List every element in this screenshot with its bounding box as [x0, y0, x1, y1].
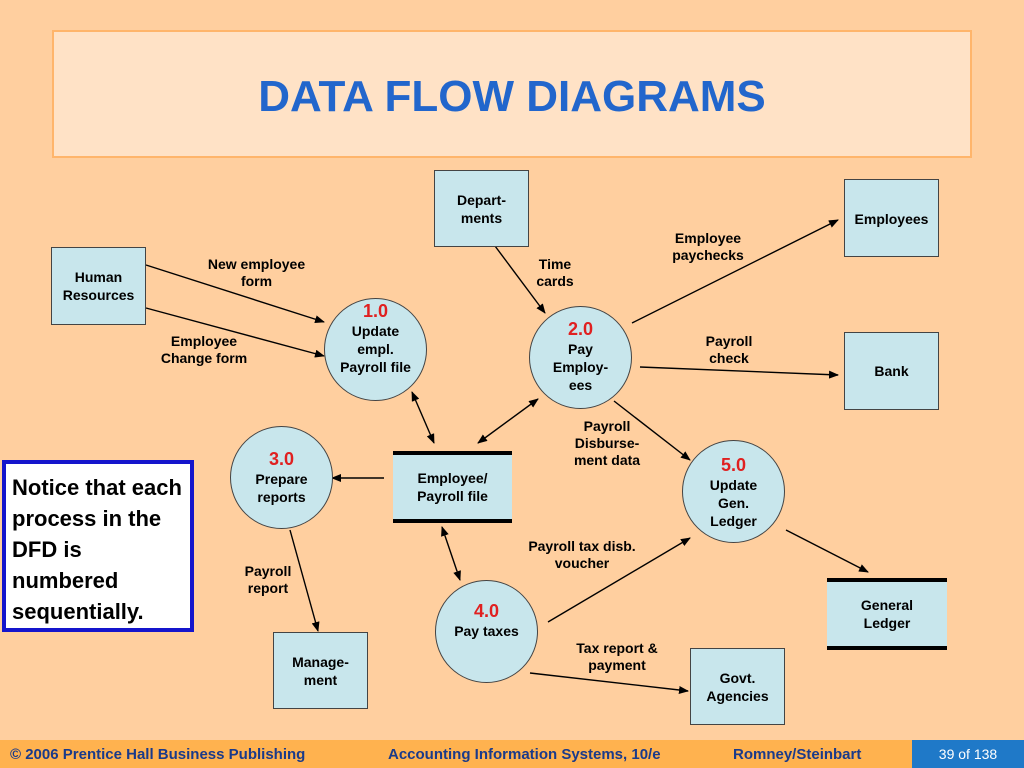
- slide-title: DATA FLOW DIAGRAMS: [258, 72, 766, 121]
- arrow-p5-ledger: [785, 529, 869, 573]
- process-4-number: 4.0: [473, 601, 500, 621]
- notice-box: Notice that each process in the DFD is n…: [2, 460, 194, 632]
- entity-employees: Employees: [844, 179, 939, 257]
- footer-authors: Romney/Steinbart: [733, 746, 862, 763]
- process-5-label: Update Gen. Ledger: [709, 477, 758, 529]
- flow-label-payroll-tax-voucher: Payroll tax disb. voucher: [528, 538, 636, 571]
- process-1-number: 1.0: [362, 301, 389, 321]
- arrow-new-employee-form: [145, 264, 325, 324]
- process-1-label: Update empl. Payroll file: [340, 323, 411, 375]
- process-4-label: Pay taxes: [454, 623, 519, 639]
- process-2-number: 2.0: [567, 319, 594, 339]
- flow-label-time-cards: Time cards: [536, 256, 574, 289]
- footer-copyright: © 2006 Prentice Hall Business Publishing: [10, 746, 306, 763]
- process-1: 1.0 Update empl. Payroll file: [324, 298, 427, 401]
- arrow-store-p4: [441, 526, 461, 581]
- arrow-payroll-tax-voucher: [547, 537, 691, 623]
- entity-management: Manage- ment: [273, 632, 368, 709]
- entity-human-resources: Human Resources: [51, 247, 146, 325]
- entity-bank: Bank: [844, 332, 939, 410]
- flow-label-payroll-report: Payroll report: [244, 563, 292, 596]
- arrow-payroll-disbursement: [613, 400, 691, 461]
- entity-govt-agencies: Govt. Agencies: [690, 648, 785, 725]
- footer-bar: © 2006 Prentice Hall Business Publishing…: [0, 740, 1024, 768]
- arrow-p1-store: [411, 391, 435, 444]
- process-3: 3.0 Prepare reports: [230, 426, 333, 529]
- arrow-payroll-check: [639, 366, 839, 379]
- flow-label-payroll-disbursement: Payroll Disburse- ment data: [573, 418, 641, 468]
- arrow-payroll-report: [289, 529, 320, 632]
- arrow-p2-store: [477, 398, 539, 444]
- store-employee-payroll-file: Employee/ Payroll file: [393, 451, 512, 523]
- flow-label-new-employee-form: New employee form: [207, 256, 306, 289]
- process-2: 2.0 Pay Employ- ees: [529, 306, 632, 409]
- process-5-number: 5.0: [720, 455, 747, 475]
- process-3-label: Prepare reports: [255, 471, 308, 505]
- flow-label-employee-paychecks: Employee paychecks: [672, 230, 744, 263]
- entity-departments: Depart- ments: [434, 170, 529, 247]
- title-box: DATA FLOW DIAGRAMS: [52, 30, 972, 158]
- flow-label-employee-change-form: Employee Change form: [160, 333, 248, 366]
- arrow-employee-change-form: [145, 307, 325, 358]
- process-5: 5.0 Update Gen. Ledger: [682, 440, 785, 543]
- flow-label-tax-report-payment: Tax report & payment: [576, 640, 658, 673]
- arrow-tax-report-payment: [529, 672, 689, 694]
- page-number: 39 of 138: [912, 740, 1024, 768]
- footer-book-title: Accounting Information Systems, 10/e: [388, 746, 661, 763]
- process-4: 4.0 Pay taxes: [435, 580, 538, 683]
- arrow-employee-paychecks: [631, 219, 839, 324]
- process-3-number: 3.0: [268, 449, 295, 469]
- flow-label-payroll-check: Payroll check: [705, 333, 753, 366]
- process-2-label: Pay Employ- ees: [552, 341, 609, 393]
- arrow-time-cards: [494, 245, 546, 314]
- store-general-ledger: General Ledger: [827, 578, 947, 650]
